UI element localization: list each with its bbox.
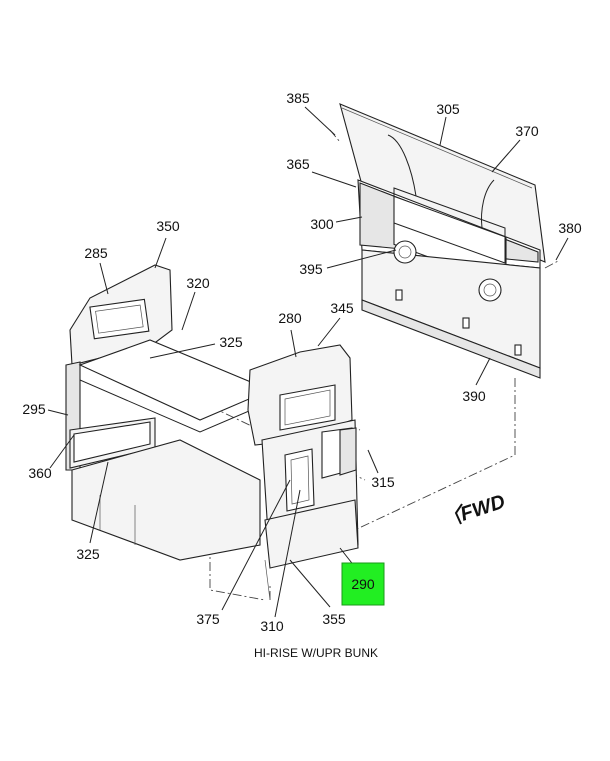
callout-365[interactable]: 365: [286, 156, 310, 172]
right-bunk-assembly: [247, 344, 359, 601]
callout-325-upper[interactable]: 325: [219, 334, 243, 350]
diagram-caption: HI-RISE W/UPR BUNK: [254, 646, 378, 660]
callout-345[interactable]: 345: [330, 300, 354, 316]
callout-375[interactable]: 375: [196, 611, 220, 627]
forward-direction-indicator: FWD: [454, 491, 508, 526]
callout-290-highlight[interactable]: [341, 562, 385, 606]
callout-395[interactable]: 395: [299, 261, 323, 277]
callout-390[interactable]: 390: [462, 388, 486, 404]
callout-320[interactable]: 320: [186, 275, 210, 291]
callout-370[interactable]: 370: [515, 123, 539, 139]
callout-350[interactable]: 350: [156, 218, 180, 234]
left-bunk-assembly: [65, 264, 272, 561]
callout-380[interactable]: 380: [558, 220, 582, 236]
callout-290[interactable]: 290: [351, 576, 375, 592]
rear-wall-assembly: [339, 103, 546, 379]
callout-labels: 385 305 370 365 300 380 395 350 285 320 …: [22, 90, 582, 634]
leader-lines: [47, 106, 569, 618]
callout-285[interactable]: 285: [84, 245, 108, 261]
callout-355[interactable]: 355: [322, 611, 346, 627]
forward-arrow-icon: [454, 503, 463, 525]
callout-385[interactable]: 385: [286, 90, 310, 106]
callout-295[interactable]: 295: [22, 401, 46, 417]
callout-300[interactable]: 300: [310, 216, 334, 232]
callout-310[interactable]: 310: [260, 618, 284, 634]
callout-280[interactable]: 280: [278, 310, 302, 326]
callout-305[interactable]: 305: [436, 101, 460, 117]
fwd-label: FWD: [458, 491, 508, 526]
callout-315[interactable]: 315: [371, 474, 395, 490]
callout-325-lower[interactable]: 325: [76, 546, 100, 562]
callout-360[interactable]: 360: [28, 465, 52, 481]
